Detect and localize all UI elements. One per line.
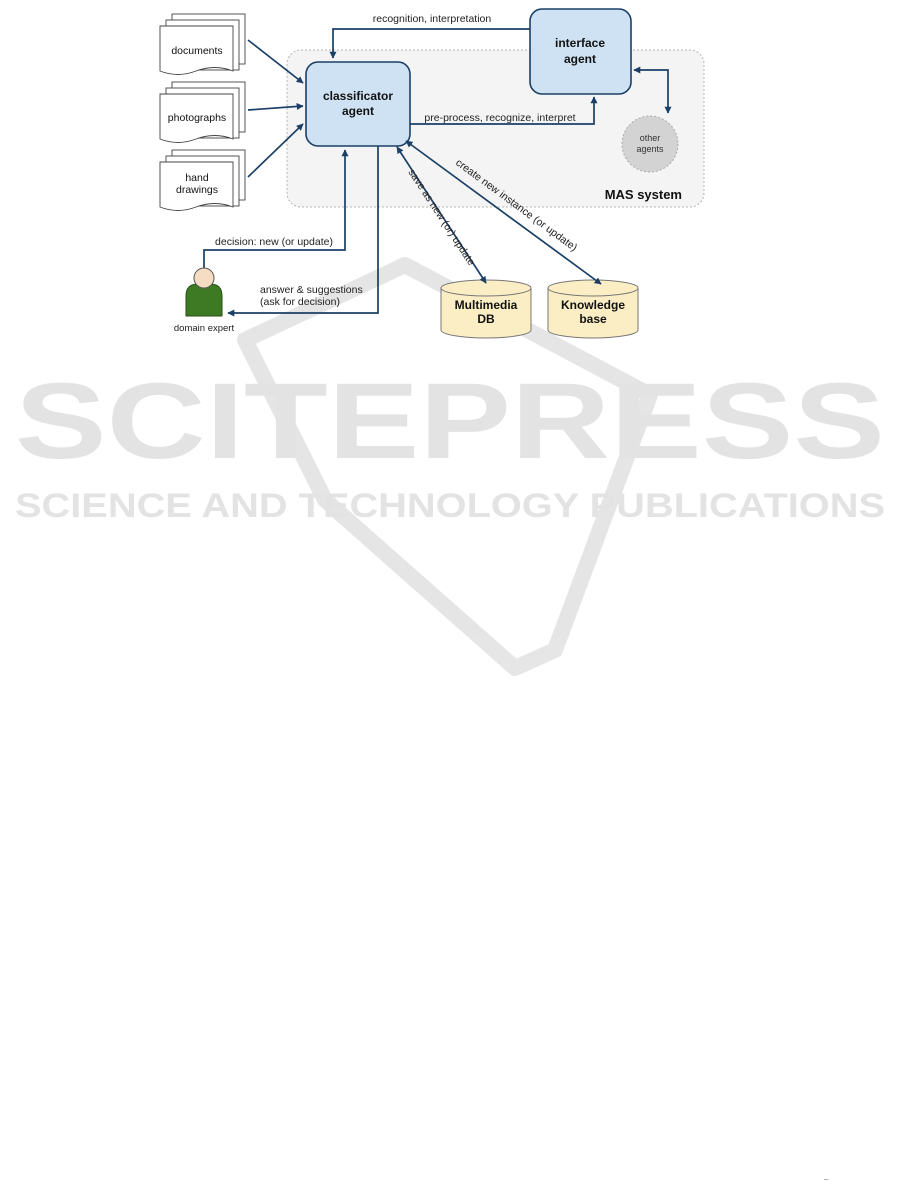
edge-label-preprocess: pre-process, recognize, interpret [424, 112, 575, 124]
arrow-drawings-to-classificator [247, 123, 304, 178]
domain-expert-head [193, 267, 215, 289]
watermark: SCITEPRESS SCIENCE AND TECHNOLOGY PUBLIC… [15, 257, 885, 676]
arrow-recognition-interpretation [329, 28, 530, 59]
watermark-title: SCITEPRESS [15, 360, 885, 481]
edge-label-recognition: recognition, interpretation [373, 13, 492, 25]
source-photographs-label: photographs [168, 112, 226, 124]
source-hand-drawings-label-line2: drawings [176, 184, 218, 196]
source-hand-drawings-label-line1: hand [185, 172, 209, 184]
edge-label-answer-line2: (ask for decision) [260, 296, 340, 308]
arrow-decision [203, 149, 349, 268]
edge-label-decision: decision: new (or update) [215, 236, 333, 248]
edge-label-answer-line1: answer & suggestions [260, 284, 363, 296]
multimedia-db: Multimedia DB [440, 279, 532, 339]
classificator-agent-label-line2: agent [342, 104, 374, 118]
knowledge-base-label-line2: base [579, 312, 607, 326]
source-documents: documents [159, 13, 246, 75]
classificator-agent-label-line1: classificator [323, 89, 393, 103]
watermark-subtitle: SCIENCE AND TECHNOLOGY PUBLICATIONS [15, 487, 885, 525]
arrow-photographs-to-classificator [247, 102, 304, 111]
other-agents-label-line1: other [640, 133, 661, 143]
arrow-answer-suggestions [227, 146, 379, 317]
source-photographs: photographs [159, 81, 246, 143]
classificator-agent: classificator agent [305, 61, 411, 147]
interface-agent-label-line1: interface [555, 36, 605, 50]
mas-system-label: MAS system [605, 187, 682, 202]
arrow-interface-other-agents [633, 66, 672, 114]
footer-mark: ¯ [823, 1179, 829, 1188]
source-documents-label: documents [171, 45, 222, 57]
knowledge-base-label-line1: Knowledge [561, 298, 625, 312]
domain-expert: domain expert [174, 267, 235, 334]
domain-expert-label: domain expert [174, 323, 235, 334]
other-agents: other agents [621, 115, 679, 173]
source-arrows [247, 39, 304, 178]
interface-agent: interface agent [529, 8, 632, 95]
knowledge-base: Knowledge base [547, 279, 639, 339]
other-agents-label-line2: agents [636, 144, 664, 154]
arrow-documents-to-classificator [247, 39, 304, 84]
interface-agent-label-line2: agent [564, 52, 596, 66]
multimedia-db-label-line2: DB [477, 312, 495, 326]
multimedia-db-label-line1: Multimedia [455, 298, 518, 312]
source-hand-drawings: hand drawings [159, 149, 246, 211]
arrow-preprocess-recognize-interpret [410, 96, 598, 125]
domain-expert-body [185, 283, 223, 317]
arrow-create-knowledge [405, 140, 602, 285]
